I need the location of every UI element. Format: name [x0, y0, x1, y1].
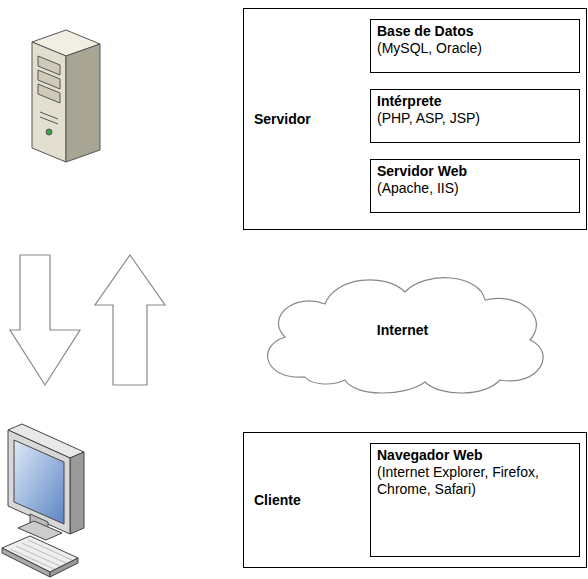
text-group: Base de Datos(MySQL, Oracle) [377, 23, 573, 57]
up-arrow [95, 255, 165, 385]
server-panel: Servidor Base de Datos(MySQL, Oracle) Inté… [243, 8, 587, 230]
key-row [10, 549, 54, 569]
box-title: Servidor [254, 111, 311, 127]
key-row [28, 540, 72, 560]
box-detail: (Apache, IIS) [377, 180, 573, 197]
component-box: Intérprete(PHP, ASP, JSP) [370, 89, 580, 143]
internet-cloud: Internet [245, 262, 560, 397]
client-panel: Cliente Navegador Web(Internet Explorer, … [243, 432, 587, 568]
text-group: Servidor Web(Apache, IIS) [377, 163, 573, 197]
box-title: Servidor Web [377, 163, 573, 180]
computer-icon [2, 424, 84, 577]
box-detail: (MySQL, Oracle) [377, 40, 573, 57]
box-title: Intérprete [377, 93, 573, 110]
key-row [22, 543, 66, 563]
component-box: Navegador Web(Internet Explorer, Firefox… [370, 443, 580, 557]
box-title: Navegador Web [377, 447, 573, 464]
box-detail: (PHP, ASP, JSP) [377, 110, 573, 127]
transfer-arrows [10, 255, 165, 385]
component-box: Base de Datos(MySQL, Oracle) [370, 19, 580, 73]
down-arrow [10, 255, 80, 385]
box-title: Base de Datos [377, 23, 573, 40]
box-detail: (Internet Explorer, Firefox, Chrome, Saf… [377, 464, 573, 498]
box-title: Cliente [254, 492, 301, 508]
text-group: Intérprete(PHP, ASP, JSP) [377, 93, 573, 127]
text-group: Navegador Web(Internet Explorer, Firefox… [377, 447, 573, 497]
box-title: Internet [377, 322, 428, 338]
component-box: Servidor Web(Apache, IIS) [370, 159, 580, 213]
key-row [16, 546, 60, 566]
server-icon [32, 30, 100, 162]
